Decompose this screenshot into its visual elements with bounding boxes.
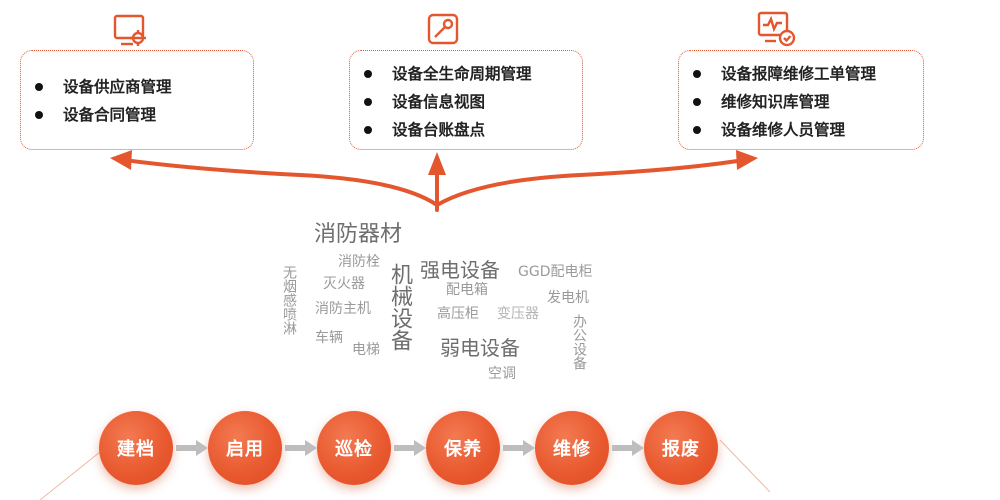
list-item: 设备合同管理 [21, 101, 253, 129]
list-item: 设备维修人员管理 [679, 116, 923, 144]
arrow-right-icon [176, 440, 208, 456]
bullet-icon [693, 126, 701, 134]
cloud-word: 强电设备 [420, 258, 500, 282]
settings-monitor-icon [113, 14, 146, 46]
list-item: 维修知识库管理 [679, 88, 923, 116]
cloud-word: 无烟感喷淋 [281, 265, 297, 335]
stage-maintenance: 保养 [426, 411, 500, 485]
arrow-right-icon [285, 440, 317, 456]
stage-archive: 建档 [99, 411, 173, 485]
cloud-word: 消防栓 [338, 254, 380, 270]
list-item: 设备供应商管理 [21, 73, 253, 101]
bullet-icon [35, 111, 43, 119]
cloud-word: 消防器材 [314, 222, 403, 247]
cloud-word: 空调 [488, 366, 516, 382]
arrow-right-icon [503, 440, 535, 456]
cloud-word: 消防主机 [315, 301, 371, 317]
cloud-word: 发电机 [547, 290, 589, 306]
stage-scrap: 报废 [644, 411, 718, 485]
cloud-word: GGD配电柜 [518, 264, 593, 280]
list-item: 设备信息视图 [350, 88, 582, 116]
stage-activate: 启用 [208, 411, 282, 485]
cloud-word: 电梯 [352, 342, 380, 358]
supplier-module-card: 设备供应商管理 设备合同管理 [20, 50, 254, 150]
bullet-icon [693, 98, 701, 106]
list-item: 设备台账盘点 [350, 116, 582, 144]
arrow-right-icon [612, 440, 644, 456]
stage-inspection: 巡检 [317, 411, 391, 485]
cloud-word: 配电箱 [446, 282, 488, 298]
cloud-word: 变压器 [497, 306, 539, 322]
bullet-icon [364, 70, 372, 78]
cloud-word: 机械设备 [387, 263, 412, 351]
bullet-icon [35, 83, 43, 91]
cloud-word: 车辆 [315, 330, 343, 346]
lifecycle-module-card: 设备全生命周期管理 设备信息视图 设备台账盘点 [349, 50, 583, 150]
cloud-word: 灭火器 [323, 276, 365, 292]
repair-tool-icon [427, 13, 459, 45]
bullet-icon [693, 70, 701, 78]
arrow-right-icon [394, 440, 426, 456]
bullet-icon [364, 126, 372, 134]
stage-repair: 维修 [535, 411, 609, 485]
cloud-word: 弱电设备 [440, 336, 520, 360]
cloud-word: 高压柜 [437, 306, 479, 322]
cloud-word: 办公设备 [571, 314, 587, 370]
bullet-icon [364, 98, 372, 106]
monitor-check-icon [757, 11, 796, 47]
list-item: 设备报障维修工单管理 [679, 60, 923, 88]
list-item: 设备全生命周期管理 [350, 60, 582, 88]
repair-module-card: 设备报障维修工单管理 维修知识库管理 设备维修人员管理 [678, 50, 924, 150]
